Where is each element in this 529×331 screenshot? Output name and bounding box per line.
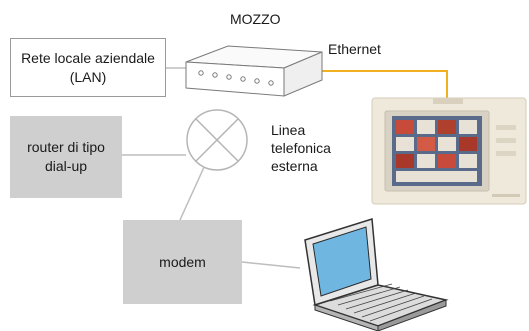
telephone-exchange-icon	[186, 109, 248, 171]
connector-lines	[122, 67, 301, 269]
panel-screen-tiles	[396, 120, 477, 182]
router-label-line1: router di tipo	[27, 139, 105, 155]
ethernet-cable	[320, 70, 448, 103]
exchange-modem-line	[179, 164, 206, 221]
modem-box: modem	[123, 220, 242, 304]
ethernet-label: Ethernet	[328, 41, 381, 57]
phone-line-label-line2: telefonica	[271, 140, 331, 156]
router-box: router di tipo dial-up	[10, 116, 122, 198]
laptop-icon	[304, 218, 449, 331]
touchscreen-panel-icon	[371, 97, 527, 205]
modem-laptop-line	[241, 261, 301, 269]
phone-line-label: Linea telefonica esterna	[271, 121, 331, 175]
hub-device-icon	[185, 45, 323, 97]
phone-line-label-line3: esterna	[271, 158, 318, 174]
lan-label-line1: Rete locale aziendale	[21, 49, 155, 66]
lan-box: Rete locale aziendale (LAN)	[10, 38, 166, 97]
modem-label: modem	[159, 253, 206, 270]
phone-line-label-line1: Linea	[271, 122, 306, 138]
hub-label: MOZZO	[230, 11, 281, 27]
lan-label-line2: (LAN)	[69, 68, 107, 85]
router-label-line2: dial-up	[44, 158, 88, 174]
